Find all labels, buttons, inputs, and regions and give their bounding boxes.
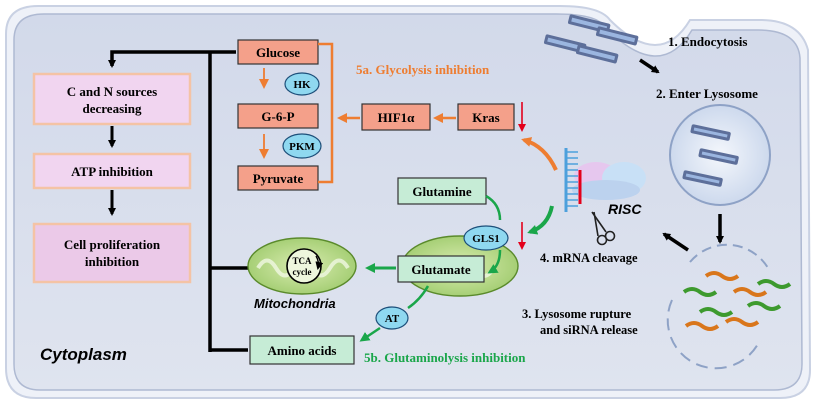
step-endocytosis: 1. Endocytosis bbox=[668, 34, 747, 49]
mitochondrion-left bbox=[247, 237, 357, 295]
box-glutamine: Glutamine bbox=[397, 177, 487, 205]
risc-to-kras-arrow bbox=[521, 137, 558, 171]
glutamine-curve bbox=[485, 194, 502, 221]
cytoplasm-label: Cytoplasm bbox=[40, 345, 127, 364]
box-cn-sources: C and N sources decreasing bbox=[32, 72, 192, 126]
pyruvate-label: Pyruvate bbox=[253, 171, 304, 186]
release-arrow bbox=[662, 232, 689, 252]
step-rupture-line1: 3. Lysosome rupture bbox=[522, 307, 632, 321]
glutamate-label: Glutamate bbox=[411, 262, 470, 277]
box-atp: ATP inhibition bbox=[32, 152, 192, 190]
hk-label: HK bbox=[293, 79, 311, 91]
box-cell-proliferation: Cell proliferation inhibition bbox=[32, 222, 192, 284]
tca-label: TCA bbox=[292, 256, 312, 266]
arrow-at-aminoacids bbox=[359, 326, 381, 342]
glutamate-to-at bbox=[407, 285, 430, 310]
gls1-label: GLS1 bbox=[472, 233, 500, 245]
glycolysis-bracket bbox=[318, 42, 334, 184]
amino-acids-label: Amino acids bbox=[268, 343, 337, 358]
box-kras: Kras bbox=[457, 103, 515, 131]
nanoparticles-outside bbox=[544, 14, 639, 64]
enzyme-at: AT bbox=[375, 306, 409, 330]
box-atp-label: ATP inhibition bbox=[71, 164, 154, 179]
glutamine-label: Glutamine bbox=[412, 184, 471, 199]
pkm-label: PKM bbox=[289, 141, 315, 153]
glucose-label: Glucose bbox=[256, 45, 300, 60]
box-cn-sources-line2: decreasing bbox=[83, 101, 142, 116]
arrow-gls1-glutamate bbox=[487, 249, 502, 274]
step-glutaminolysis-inhibition: 5b. Glutaminolysis inhibition bbox=[364, 350, 526, 365]
step-glycolysis-inhibition: 5a. Glycolysis inhibition bbox=[356, 62, 490, 77]
box-glutamate: Glutamate bbox=[397, 255, 485, 283]
at-label: AT bbox=[385, 313, 400, 325]
step-mrna-cleavage: 4. mRNA cleavage bbox=[540, 251, 638, 265]
step-enter-lysosome: 2. Enter Lysosome bbox=[656, 86, 758, 101]
cycle-label: cycle bbox=[293, 267, 312, 277]
kras-label: Kras bbox=[472, 110, 499, 125]
box-hif1a: HIF1α bbox=[361, 103, 431, 131]
mitochondria-label: Mitochondria bbox=[254, 296, 336, 311]
step-rupture-line2: and siRNA release bbox=[540, 323, 638, 337]
lysosome bbox=[669, 104, 771, 206]
risc-complex bbox=[564, 148, 646, 212]
box-prolif-line1: Cell proliferation bbox=[64, 237, 161, 252]
ruptured-lysosome bbox=[666, 243, 792, 370]
box-cn-sources-line1: C and N sources bbox=[67, 84, 157, 99]
g6p-label: G-6-P bbox=[261, 109, 294, 124]
enzyme-pkm: PKM bbox=[282, 133, 322, 159]
box-amino-acids: Amino acids bbox=[249, 335, 355, 365]
scissors-icon bbox=[591, 211, 616, 246]
box-prolif-line2: inhibition bbox=[85, 254, 140, 269]
risc-to-gls1-arrow bbox=[527, 205, 554, 235]
box-glucose: Glucose bbox=[237, 39, 319, 65]
enzyme-hk: HK bbox=[284, 72, 320, 96]
box-g6p: G-6-P bbox=[237, 103, 319, 129]
hif1a-label: HIF1α bbox=[378, 110, 416, 125]
box-pyruvate: Pyruvate bbox=[237, 165, 319, 191]
enzyme-gls1: GLS1 bbox=[463, 225, 509, 251]
risc-label: RISC bbox=[608, 201, 642, 217]
endocytosis-arrow bbox=[639, 58, 660, 74]
